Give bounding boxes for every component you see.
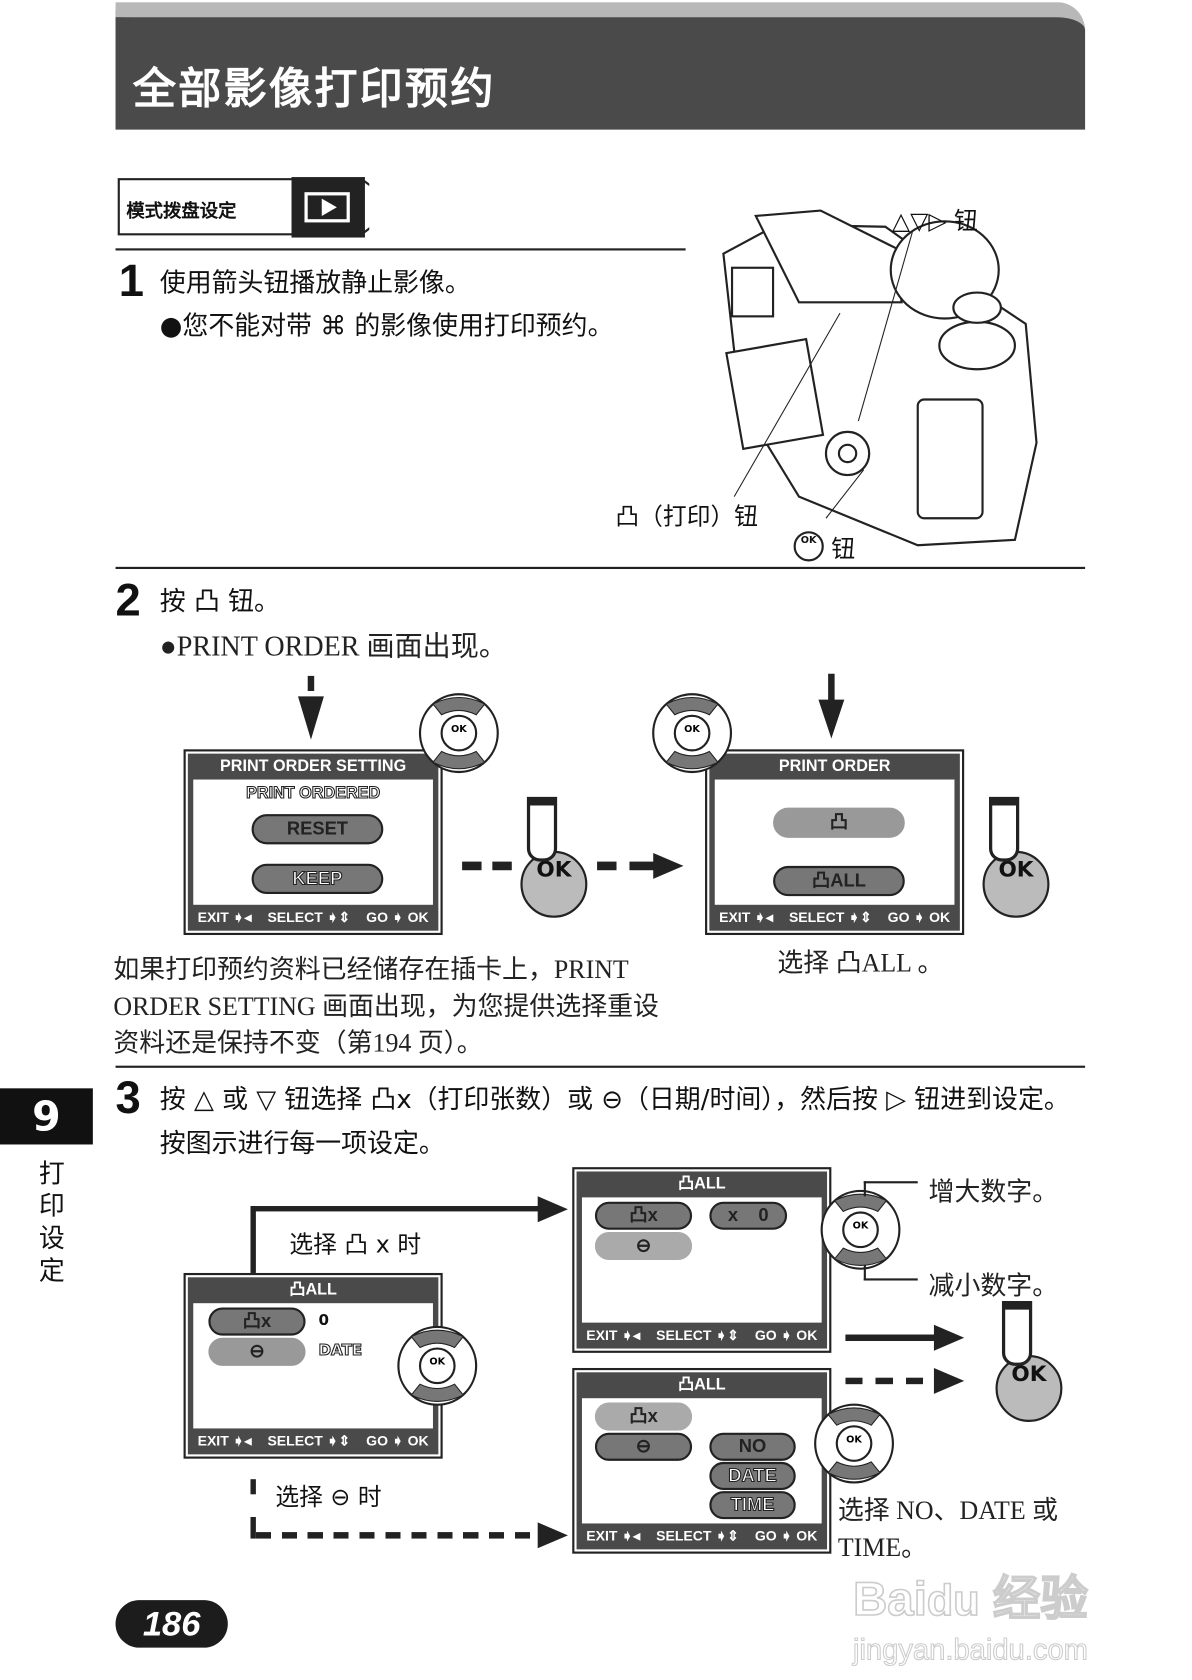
page-number: 186 [115, 1600, 228, 1648]
prints-item[interactable]: 凸x [208, 1307, 306, 1336]
arrow-buttons-label: △▽▷ 钮 [891, 208, 978, 236]
date-option-screen: 凸ALL 凸x ⊖ NO DATE TIME EXIT ➧◂ SELECT ➧⇕ G… [572, 1367, 832, 1554]
print-order-setting-screen: PRINT ORDER SETTING PRINT ORDERED RESET … [183, 749, 443, 936]
svg-text:OK: OK [451, 724, 467, 735]
dpad-icon: OK [652, 693, 733, 774]
prints-value: 0 [318, 1311, 330, 1330]
step1-text: 使用箭头钮播放静止影像。 [159, 267, 471, 298]
go-hint: GO ➧ OK [366, 1432, 429, 1449]
page-header: 全部影像打印预约 [115, 2, 1086, 130]
step3-text: 按 △ 或 ▽ 钮选择 凸x（打印张数）或 ⊖（日期/时间），然后按 ▷ 钮进到… [159, 1084, 1070, 1159]
print-count-value[interactable]: x 0 [709, 1201, 788, 1230]
date-value: DATE [318, 1342, 363, 1360]
page-title: 全部影像打印预约 [132, 64, 496, 115]
select-hint: SELECT ➧⇕ [788, 909, 872, 926]
ok-press-icon: OK [982, 850, 1050, 918]
label-select-date: 选择 ⊖ 时 [275, 1484, 382, 1512]
right-arrow [653, 852, 684, 879]
date-option[interactable]: DATE [709, 1461, 796, 1490]
finger-icon [526, 796, 558, 862]
arrow-line [828, 673, 835, 704]
print-order-screen: PRINT ORDER 凸 凸ALL EXIT ➧◂ SELECT ➧⇕ GO ➧ … [705, 749, 965, 936]
svg-text:OK: OK [684, 724, 700, 735]
increase-label: 增大数字。 [928, 1179, 1059, 1208]
select-hint: SELECT ➧⇕ [267, 1432, 351, 1449]
date-item[interactable]: ⊖ [594, 1432, 693, 1461]
dpad-icon: OK [418, 693, 499, 774]
go-hint: GO ➧ OK [754, 1326, 818, 1344]
finger-icon [1001, 1301, 1033, 1366]
dpad-icon: OK [814, 1403, 894, 1484]
svg-text:OK: OK [853, 1221, 869, 1232]
ok-press-icon: OK [520, 850, 588, 918]
step-number: 1 [118, 254, 144, 306]
dpad-icon: OK [397, 1325, 478, 1406]
watermark-logo: Baidu 经验 [852, 1573, 1089, 1627]
mode-dial-label: 模式拨盘设定 [126, 200, 237, 223]
date-item[interactable]: ⊖ [208, 1337, 306, 1366]
divider [115, 566, 1086, 570]
no-option[interactable]: NO [709, 1432, 796, 1461]
go-hint: GO ➧ OK [754, 1527, 818, 1544]
step2-note: ●PRINT ORDER 画面出现。 [159, 630, 507, 662]
exit-hint: EXIT ➧◂ [719, 909, 773, 926]
select-hint: SELECT ➧⇕ [656, 1527, 739, 1544]
ok-button-icon: OK [793, 531, 824, 562]
decrease-label: 减小数字。 [928, 1272, 1059, 1302]
screen-title: 凸ALL [289, 1280, 337, 1299]
screen-title: PRINT ORDER [778, 756, 891, 776]
print-ordered-label: PRINT ORDERED [246, 783, 381, 803]
finger-icon [989, 796, 1020, 862]
prints-item[interactable]: 凸x [594, 1402, 693, 1431]
screen-title: 凸ALL [677, 1375, 726, 1394]
playback-icon [291, 177, 365, 238]
print-button-label: 凸（打印）钮 [615, 504, 758, 532]
exit-hint: EXIT ➧◂ [197, 909, 252, 926]
divider [115, 1065, 1086, 1068]
caption-print-order-setting: 如果打印预约资料已经储存在插卡上，PRINT ORDER SETTING 画面出… [113, 956, 659, 1059]
print-single-option[interactable]: 凸 [773, 807, 905, 838]
exit-hint: EXIT ➧◂ [586, 1326, 641, 1344]
svg-text:OK: OK [846, 1434, 862, 1445]
step-number: 2 [115, 574, 141, 626]
exit-hint: EXIT ➧◂ [197, 1432, 252, 1449]
step-number: 3 [115, 1072, 141, 1123]
down-arrow [818, 699, 845, 739]
go-hint: GO ➧ OK [366, 909, 429, 926]
prints-item[interactable]: 凸x [594, 1201, 693, 1230]
date-item[interactable]: ⊖ [594, 1231, 693, 1261]
go-hint: GO ➧ OK [887, 909, 951, 926]
caption-select-all: 选择 凸ALL 。 [777, 950, 944, 979]
dpad-icon: OK [820, 1189, 901, 1270]
ok-press-icon: OK [995, 1355, 1063, 1422]
select-hint: SELECT ➧⇕ [267, 909, 351, 926]
reset-option[interactable]: RESET [251, 814, 384, 845]
watermark-url: jingyan.baidu.com [852, 1633, 1088, 1666]
print-count-screen: 凸ALL 凸x ⊖ x 0 EXIT ➧◂ SELECT ➧⇕ GO ➧ OK [572, 1167, 832, 1353]
camera-illustration [722, 209, 1038, 547]
exit-hint: EXIT ➧◂ [586, 1527, 641, 1544]
divider [115, 248, 686, 251]
label-select-prints: 选择 凸 x 时 [289, 1231, 422, 1259]
arrow-dash [307, 675, 315, 692]
step2-text: 按 凸 钮。 [159, 586, 280, 617]
step1-note: ●您不能对带 ⌘ 的影像使用打印预约。 [159, 310, 614, 342]
caption-date-options: 选择 NO、DATE 或 TIME。 [837, 1497, 1059, 1563]
print-all-option[interactable]: 凸ALL [773, 865, 905, 897]
down-arrow [297, 696, 324, 740]
chapter-label: 打印设定 [38, 1158, 65, 1286]
screen-title: PRINT ORDER SETTING [219, 756, 407, 776]
screen-title: 凸ALL [677, 1174, 726, 1194]
select-hint: SELECT ➧⇕ [656, 1326, 739, 1344]
chapter-number: 9 [0, 1088, 93, 1145]
svg-text:OK: OK [429, 1357, 445, 1368]
time-option[interactable]: TIME [709, 1491, 796, 1520]
ok-button-label: 钮 [831, 536, 856, 564]
keep-option[interactable]: KEEP [251, 863, 384, 894]
